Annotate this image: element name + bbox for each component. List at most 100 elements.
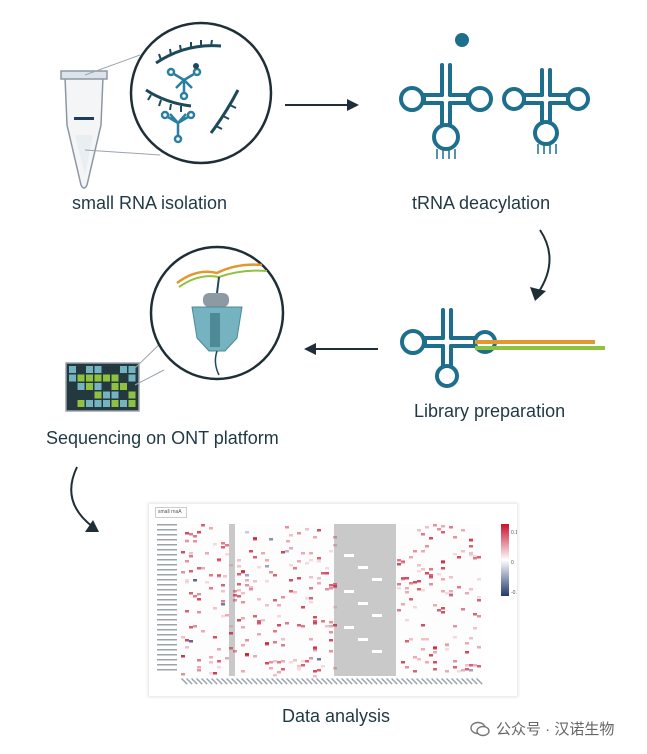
flow-cell-icon bbox=[65, 362, 140, 412]
heatmap-cell bbox=[325, 572, 329, 575]
heatmap-row-label bbox=[157, 609, 177, 611]
heatmap-cell bbox=[305, 660, 309, 663]
heatmap-cell bbox=[325, 588, 329, 591]
heatmap-cell bbox=[329, 587, 333, 590]
heatmap-col-label bbox=[356, 677, 363, 685]
heatmap-col-label bbox=[456, 677, 463, 685]
heatmap-cell bbox=[185, 539, 189, 542]
heatmap-cell bbox=[253, 655, 257, 658]
heatmap-cell bbox=[225, 657, 229, 660]
heatmap-cell bbox=[241, 670, 245, 673]
heatmap-row-label bbox=[157, 574, 177, 576]
heatmap-cell bbox=[329, 625, 333, 628]
heatmap-cell bbox=[401, 560, 405, 563]
heatmap-cell bbox=[221, 615, 225, 618]
flow-cell-square bbox=[103, 383, 110, 390]
heatmap-cell bbox=[301, 606, 305, 609]
heatmap-gap bbox=[358, 602, 368, 605]
heatmap-cell bbox=[437, 573, 441, 576]
heatmap-cell bbox=[261, 552, 265, 555]
heatmap-legend-tick: 0 bbox=[511, 560, 514, 566]
heatmap-cell bbox=[309, 601, 313, 604]
heatmap-cell bbox=[469, 588, 473, 591]
heatmap-cell bbox=[289, 547, 293, 550]
heatmap-cell bbox=[309, 657, 313, 660]
heatmap-cell bbox=[285, 526, 289, 529]
heatmap-cell bbox=[465, 642, 469, 645]
heatmap-cell bbox=[429, 568, 433, 571]
heatmap-col-label bbox=[306, 677, 313, 685]
heatmap-cell bbox=[253, 556, 257, 559]
heatmap-cell bbox=[321, 620, 325, 623]
heatmap-cell bbox=[197, 611, 201, 614]
flow-cell-square bbox=[77, 366, 85, 373]
heatmap-cell bbox=[309, 587, 313, 590]
heatmap-row-label bbox=[157, 629, 177, 631]
heatmap-cell bbox=[317, 577, 321, 580]
heatmap-row-label bbox=[157, 569, 177, 571]
heatmap-cell bbox=[333, 585, 337, 588]
heatmap-cell bbox=[265, 559, 269, 562]
heatmap-cell bbox=[397, 583, 401, 586]
heatmap-cell bbox=[317, 658, 321, 661]
heatmap-cell bbox=[185, 560, 189, 563]
flow-cell-square bbox=[103, 391, 110, 399]
heatmap-cell bbox=[397, 563, 401, 566]
heatmap-cell bbox=[433, 524, 437, 527]
heatmap-cell bbox=[401, 577, 405, 580]
heatmap-row-label bbox=[157, 534, 177, 536]
heatmap-cell bbox=[301, 625, 305, 628]
heatmap-cell bbox=[249, 586, 253, 589]
heatmap-cell bbox=[317, 560, 321, 563]
heatmap-cell bbox=[441, 590, 445, 593]
heatmap-cell bbox=[453, 660, 457, 663]
heatmap-cell bbox=[305, 562, 309, 565]
heatmap-cell bbox=[185, 581, 189, 584]
heatmap-cell bbox=[457, 556, 461, 559]
heatmap-cell bbox=[217, 574, 221, 577]
heatmap-gap bbox=[372, 578, 382, 581]
flow-cell-square bbox=[111, 366, 119, 373]
heatmap-cell bbox=[273, 599, 277, 602]
heatmap-cell bbox=[297, 577, 301, 580]
rna-isolation-circle bbox=[129, 21, 273, 165]
heatmap-cell bbox=[241, 644, 245, 647]
heatmap-cell bbox=[473, 664, 477, 667]
heatmap-cell bbox=[297, 560, 301, 563]
heatmap-cell bbox=[217, 559, 221, 562]
heatmap-cell bbox=[313, 536, 317, 539]
heatmap-cell bbox=[305, 528, 309, 531]
heatmap-cell bbox=[409, 582, 413, 585]
flow-cell-square bbox=[69, 391, 76, 399]
heatmap-col-label bbox=[476, 677, 483, 685]
heatmap-cell bbox=[181, 636, 185, 639]
flow-cell-square bbox=[103, 374, 110, 382]
heatmap-cell bbox=[461, 669, 465, 672]
heatmap-cell bbox=[305, 597, 309, 600]
heatmap-cell bbox=[289, 661, 293, 664]
flow-cell-square bbox=[77, 374, 85, 382]
heatmap-selector[interactable]: small rnaA bbox=[155, 507, 187, 518]
heatmap-cell bbox=[309, 552, 313, 555]
heatmap-cell bbox=[237, 595, 241, 598]
trna-deacylation-figure bbox=[399, 33, 590, 159]
heatmap-cell bbox=[297, 665, 301, 668]
heatmap-cell bbox=[273, 660, 277, 663]
flow-cell-square bbox=[120, 391, 127, 399]
heatmap-cell bbox=[401, 661, 405, 664]
heatmap-col-label bbox=[451, 677, 458, 685]
heatmap-cell bbox=[197, 659, 201, 662]
heatmap-col-label bbox=[336, 677, 343, 685]
heatmap-cell bbox=[181, 571, 185, 574]
heatmap-cell bbox=[217, 666, 221, 669]
heatmap-cell bbox=[221, 600, 225, 603]
flow-cell-square bbox=[103, 366, 110, 373]
heatmap-cell bbox=[233, 650, 237, 653]
heatmap-cell bbox=[401, 603, 405, 606]
heatmap-row-label bbox=[157, 559, 177, 561]
heatmap-cell bbox=[189, 626, 193, 629]
heatmap-cell bbox=[329, 621, 333, 624]
heatmap-cell bbox=[477, 596, 481, 599]
heatmap-row-label bbox=[157, 659, 177, 661]
heatmap-cell bbox=[433, 604, 437, 607]
